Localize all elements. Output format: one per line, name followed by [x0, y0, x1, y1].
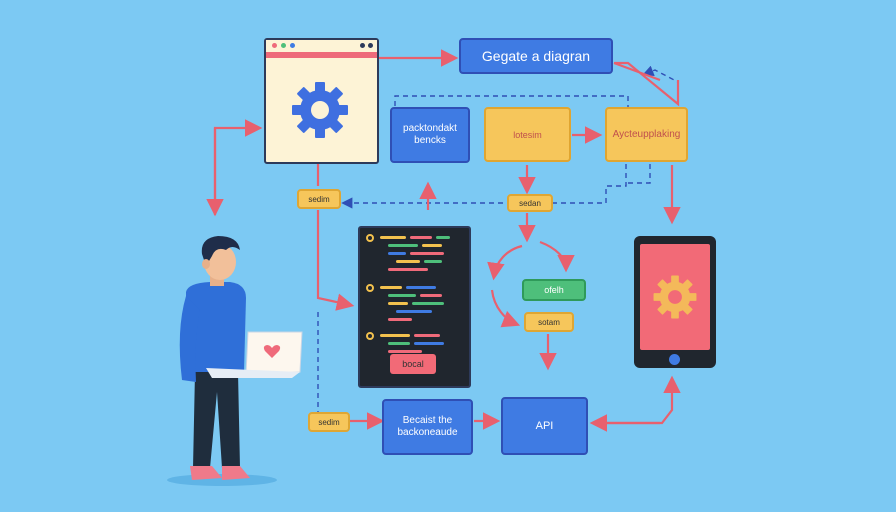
code-editor: bocal: [358, 226, 471, 388]
code-line: [396, 260, 420, 263]
browser-titlebar: [266, 40, 377, 58]
sedim-tag-left[interactable]: sedim: [297, 189, 341, 209]
browser-dot-2: [368, 43, 373, 48]
sedan-tag[interactable]: sedan: [507, 194, 553, 212]
backend-explainer-label: Becaist the backoneaude: [397, 415, 457, 439]
code-line: [420, 294, 442, 297]
api-node-label: API: [536, 420, 554, 432]
code-line: [388, 342, 410, 345]
mobile-phone: [634, 236, 716, 368]
code-line: [380, 236, 406, 239]
code-breakpoint-icon: [366, 332, 374, 340]
code-line: [388, 318, 412, 321]
sedan-tag-label: sedan: [519, 199, 541, 208]
aycteupplaking-node-label: Aycteupplaking: [613, 129, 681, 140]
sotam-tag[interactable]: sotam: [524, 312, 574, 332]
code-line: [388, 252, 406, 255]
ofelh-tag[interactable]: ofelh: [522, 279, 586, 301]
code-line: [436, 236, 450, 239]
code-breakpoint-icon: [366, 284, 374, 292]
code-line: [412, 302, 444, 305]
browser-dot-1: [360, 43, 365, 48]
person-shoe-right: [222, 466, 250, 480]
ofelh-tag-label: ofelh: [544, 285, 564, 295]
browser-dot-green: [281, 43, 286, 48]
title-text: Gegate a diagran: [482, 48, 590, 64]
browser-dot-blue: [290, 43, 295, 48]
lotesim-node-label: lotesim: [513, 130, 542, 140]
person-shoe-left: [190, 466, 222, 480]
browser-window: [264, 38, 379, 164]
code-line: [388, 268, 428, 271]
code-line: [380, 334, 410, 337]
code-line: [388, 294, 416, 297]
code-line: [424, 260, 442, 263]
code-line: [388, 350, 422, 353]
person-legs: [193, 372, 240, 468]
phone-home-button: [669, 354, 680, 365]
code-line: [388, 244, 418, 247]
gear-icon: [652, 274, 698, 320]
backend-node-label: packtondakt bencks: [403, 123, 457, 147]
sotam-tag-label: sotam: [538, 318, 560, 327]
lotesim-node[interactable]: lotesim: [484, 107, 571, 162]
code-line: [388, 302, 408, 305]
phone-screen: [640, 244, 710, 350]
code-line: [410, 252, 444, 255]
code-line: [380, 286, 402, 289]
aycteupplaking-node[interactable]: Aycteupplaking: [605, 107, 688, 162]
backend-node[interactable]: packtondakt bencks: [390, 107, 470, 163]
code-line: [422, 244, 442, 247]
sedim-tag-bottom[interactable]: sedim: [308, 412, 350, 432]
code-breakpoint-icon: [366, 234, 374, 242]
title-node[interactable]: Gegate a diagran: [459, 38, 613, 74]
code-line: [396, 310, 432, 313]
code-line: [414, 334, 440, 337]
browser-dot-red: [272, 43, 277, 48]
sedim-tag-left-label: sedim: [308, 195, 329, 204]
code-line: [414, 342, 444, 345]
code-line: [410, 236, 432, 239]
backend-explainer-node[interactable]: Becaist the backoneaude: [382, 399, 473, 455]
person-ear: [202, 259, 210, 269]
gear-icon: [290, 80, 350, 140]
sedim-tag-bottom-label: sedim: [318, 418, 339, 427]
code-line: [406, 286, 436, 289]
api-node[interactable]: API: [501, 397, 588, 455]
code-action-label: bocal: [402, 359, 424, 369]
code-action-button[interactable]: bocal: [390, 354, 436, 374]
